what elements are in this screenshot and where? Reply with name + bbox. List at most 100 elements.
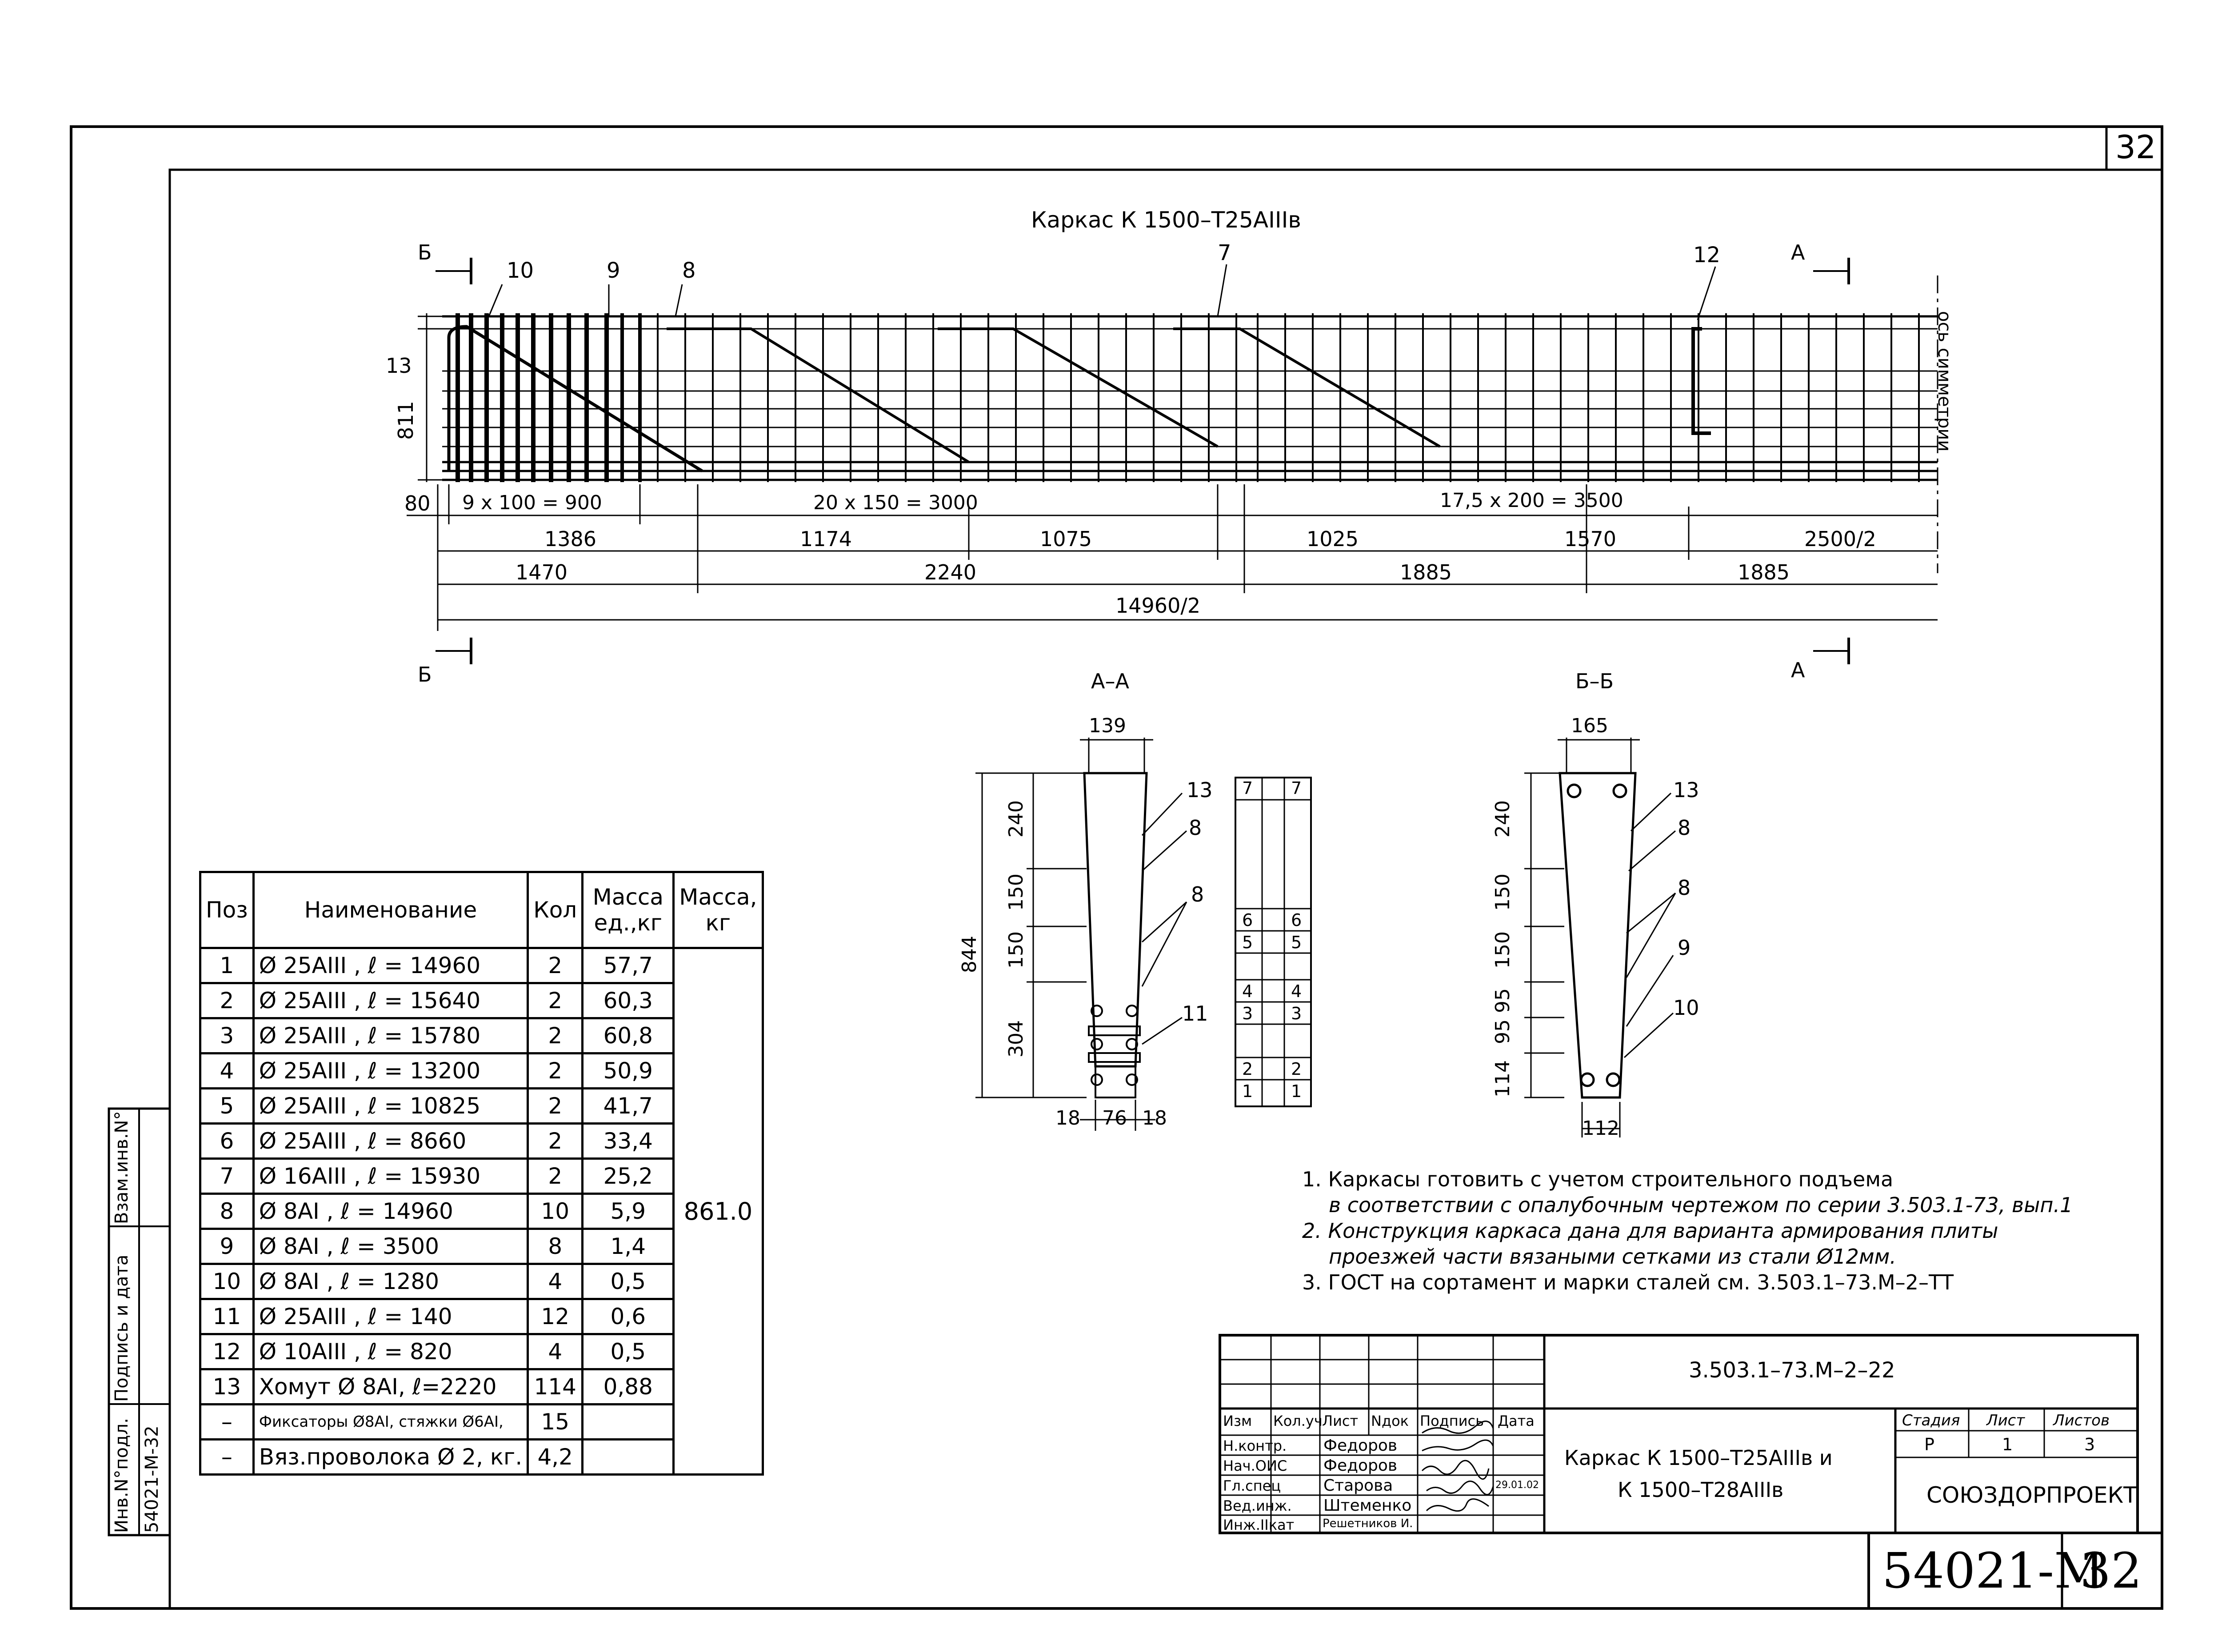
spec-cell-pos: 13 xyxy=(199,1368,255,1405)
section-bb-h240: 240 xyxy=(1491,800,1514,838)
section-bb-h114: 114 xyxy=(1491,1060,1514,1097)
spec-header-row: Поз Наименование Кол Масса ед.,кг Масса,… xyxy=(199,871,764,949)
section-aa-label-8b: 8 xyxy=(1191,882,1204,906)
dim-80: 80 xyxy=(404,491,431,515)
section-marker-a-top: А xyxy=(1791,240,1805,264)
frame-title: Каркас К 1500–Т25АIIIв xyxy=(1031,207,1301,233)
spec-cell-qty: 4,2 xyxy=(527,1438,584,1476)
spec-cell-mass: 5,9 xyxy=(581,1193,675,1230)
dim-1885-b: 1885 xyxy=(1738,560,1790,584)
dim-811: 811 xyxy=(394,401,418,440)
title-block-grid xyxy=(1219,1334,2139,1534)
spec-cell-mass: 1,4 xyxy=(581,1228,675,1265)
stamp-title-1: Каркас К 1500–Т25АIIIв и xyxy=(1564,1446,1833,1470)
stamp-role-5: Инж.IIкат xyxy=(1223,1516,1295,1533)
spec-cell-mass: 0,88 xyxy=(581,1368,675,1405)
spec-cell-name: Хомут Ø 8АI, ℓ=2220 xyxy=(252,1368,529,1405)
side-label-inv: Инв.N°подл. xyxy=(112,1418,132,1533)
dim-1025: 1025 xyxy=(1307,527,1359,551)
spec-cell-qty: 2 xyxy=(527,1017,584,1054)
spec-cell-pos: 12 xyxy=(199,1333,255,1370)
section-marker-b-bottom: Б xyxy=(418,662,432,686)
notes-block: 1. Каркасы готовить с учетом строительно… xyxy=(1302,1166,2073,1295)
spec-cell-pos: 8 xyxy=(199,1193,255,1230)
bar-mark-1b: 1 xyxy=(1291,1081,1302,1101)
section-bb-label-10: 10 xyxy=(1673,996,1699,1020)
section-bb-label-9: 9 xyxy=(1678,936,1691,960)
bottom-doc-code: 54021-M xyxy=(1882,1542,2104,1599)
spec-total-mass: 861.0 xyxy=(672,947,764,1476)
section-bb-label-13: 13 xyxy=(1673,778,1699,802)
spec-cell-pos: – xyxy=(199,1403,255,1441)
spec-cell-name: Ø 25АIII , ℓ = 140 xyxy=(252,1298,529,1335)
spec-cell-name: Ø 8АI , ℓ = 3500 xyxy=(252,1228,529,1265)
section-marker-a-bottom: А xyxy=(1791,658,1805,682)
sheet-frames xyxy=(70,125,2163,1610)
stamp-organization: СОЮЗДОРПРОЕКТ xyxy=(1926,1482,2137,1508)
section-aa-b18a: 18 xyxy=(1055,1107,1080,1129)
note-line-2: в соответствии с опалубочным чертежом по… xyxy=(1329,1193,2073,1217)
spec-cell-pos: 6 xyxy=(199,1122,255,1160)
spec-cell-mass xyxy=(581,1403,675,1441)
stamp-col-podpis: Подпись xyxy=(1420,1413,1484,1429)
stamp-stage: Р xyxy=(1924,1435,1934,1454)
bar-mark-5a: 5 xyxy=(1242,933,1253,952)
section-bb-label-8b: 8 xyxy=(1678,876,1691,900)
note-line-4: проезжей части вязаными сетками из стали… xyxy=(1329,1245,1896,1269)
spec-header-qty: Кол xyxy=(527,871,584,949)
dim-14960-2: 14960/2 xyxy=(1115,594,1201,618)
spec-cell-pos: 3 xyxy=(199,1017,255,1054)
spec-cell-mass: 25,2 xyxy=(581,1157,675,1195)
spec-cell-qty: 2 xyxy=(527,1052,584,1089)
spec-header-unit-mass: Масса ед.,кг xyxy=(581,871,675,949)
dim-900: 9 х 100 = 900 xyxy=(462,491,602,514)
spec-cell-mass: 41,7 xyxy=(581,1087,675,1125)
section-bb-label-8a: 8 xyxy=(1678,816,1691,840)
dim-13: 13 xyxy=(386,354,412,378)
section-aa-total: 844 xyxy=(958,936,981,973)
section-aa-h150a: 150 xyxy=(1005,874,1027,911)
stamp-col-data: Дата xyxy=(1498,1413,1535,1429)
spec-cell-mass: 50,9 xyxy=(581,1052,675,1089)
spec-cell-name: Ø 25АIII , ℓ = 15640 xyxy=(252,982,529,1019)
stamp-col-list: Лист xyxy=(1322,1413,1359,1429)
section-aa-h304: 304 xyxy=(1005,1020,1027,1057)
frame-stirrups xyxy=(657,313,1920,482)
spec-cell-qty: 12 xyxy=(527,1298,584,1335)
bar-mark-3b: 3 xyxy=(1291,1004,1302,1023)
side-label-sign: Подпись и дата xyxy=(112,1254,132,1402)
section-bb-h150a: 150 xyxy=(1491,874,1514,911)
section-bb-width: 165 xyxy=(1571,714,1608,737)
spec-cell-qty: 4 xyxy=(527,1333,584,1370)
spec-cell-name: Ø 25АIII , ℓ = 15780 xyxy=(252,1017,529,1054)
stamp-sheet: 1 xyxy=(2002,1435,2013,1454)
spec-cell-qty: 10 xyxy=(527,1193,584,1230)
spec-cell-qty: 15 xyxy=(527,1403,584,1441)
dim-1386: 1386 xyxy=(544,527,597,551)
spec-cell-name: Ø 25АIII , ℓ = 14960 xyxy=(252,947,529,984)
position-label-10: 10 xyxy=(507,258,534,283)
dim-2240: 2240 xyxy=(924,560,977,584)
dim-3000: 20 х 150 = 3000 xyxy=(813,491,978,514)
bar-mark-2a: 2 xyxy=(1242,1059,1253,1079)
spec-header-mass: Масса, кг xyxy=(672,871,764,949)
dim-1570: 1570 xyxy=(1564,527,1617,551)
spec-cell-pos: 5 xyxy=(199,1087,255,1125)
section-aa-width: 139 xyxy=(1089,714,1126,737)
section-bb-drawing xyxy=(1524,738,1676,1137)
stamp-name-1: Федоров xyxy=(1323,1437,1398,1455)
spec-cell-name: Ø 16АIII , ℓ = 15930 xyxy=(252,1157,529,1195)
stamp-name-3: Старова xyxy=(1323,1476,1393,1495)
position-label-12: 12 xyxy=(1693,243,1721,267)
stamp-sheets-label: Листов xyxy=(2053,1412,2110,1429)
spec-cell-qty: 4 xyxy=(527,1263,584,1300)
position-label-7: 7 xyxy=(1218,240,1231,265)
